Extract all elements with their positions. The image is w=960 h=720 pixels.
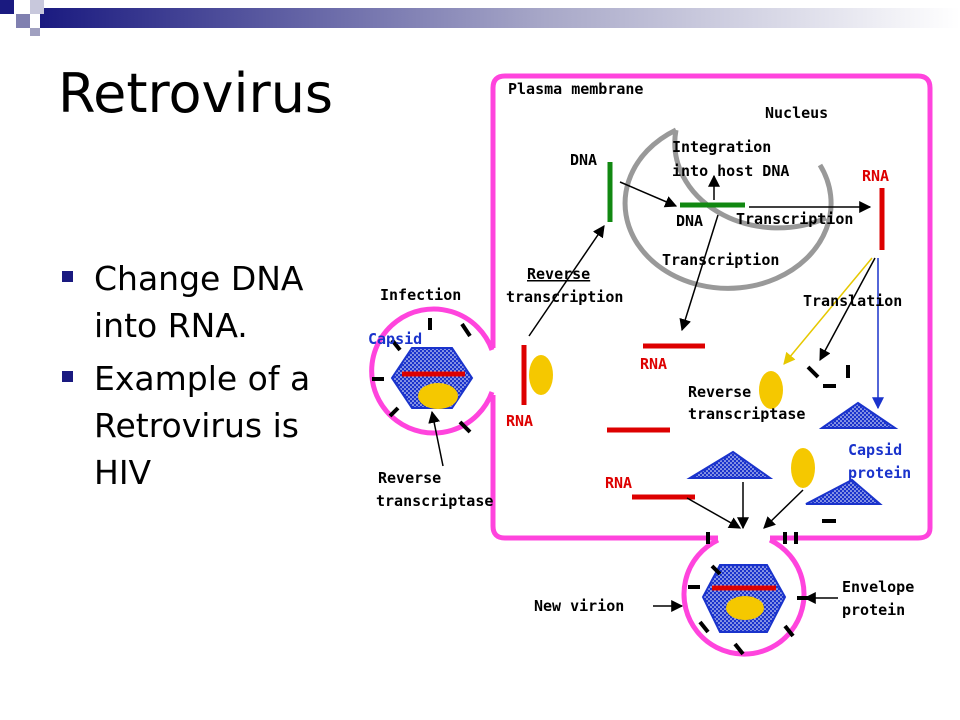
- label-rna-bottom: RNA: [605, 474, 632, 492]
- label-reverse-transcriptase-mid-1: Reverse: [688, 383, 751, 401]
- bullet-item: Change DNA into RNA.: [60, 255, 340, 349]
- label-new-virion: New virion: [534, 597, 624, 615]
- bullet-text: Change DNA into RNA.: [94, 259, 304, 345]
- label-transcription-right: Transcription: [736, 210, 853, 228]
- capsid-protein-triangle: [818, 401, 899, 429]
- label-rna-left: RNA: [506, 412, 533, 430]
- arrow-translation-black: [819, 257, 876, 362]
- arrow-assembly-1: [686, 497, 742, 529]
- label-reverse-transcriptase-1: Reverse: [378, 469, 441, 487]
- label-envelope: Envelope: [842, 578, 914, 596]
- reverse-transcriptase-mid: [759, 371, 783, 409]
- label-plasma-membrane: Plasma membrane: [508, 80, 643, 98]
- capsid-protein-triangle: [686, 450, 774, 479]
- label-nucleus: Nucleus: [765, 104, 828, 122]
- label-rna-right: RNA: [862, 167, 889, 185]
- arrow-transcription-down: [679, 214, 719, 332]
- label-protein: protein: [842, 601, 905, 619]
- label-transcription-nucleus: Transcription: [662, 251, 779, 269]
- label-reverse-transcriptase-mid-2: transcriptase: [688, 405, 805, 423]
- arrow-dna-to-nucleus: [619, 181, 678, 208]
- label-infection: Infection: [380, 286, 461, 304]
- label-translation: Translation: [803, 292, 902, 310]
- plasma-membrane: [490, 73, 933, 541]
- slide-title: Retrovirus: [58, 62, 334, 125]
- reverse-transcriptase-bottom: [791, 448, 815, 488]
- label-integration: Integration: [672, 138, 771, 156]
- bullet-text: Example of a Retrovirus is HIV: [94, 359, 311, 492]
- label-transcription-reverse: transcription: [506, 288, 623, 306]
- bullet-list: Change DNA into RNA. Example of a Retrov…: [60, 255, 340, 502]
- label-reverse: Reverse: [527, 265, 590, 283]
- label-capsid-protein-2: protein: [848, 464, 911, 482]
- arrow-rt-label: [428, 410, 444, 467]
- label-capsid-protein-1: Capsid: [848, 441, 902, 459]
- arrow-reverse-transcription: [528, 225, 605, 337]
- infecting-virion: [369, 306, 495, 436]
- bullet-item: Example of a Retrovirus is HIV: [60, 355, 340, 496]
- label-reverse-transcriptase-2: transcriptase: [376, 492, 493, 510]
- label-dna-integrated: DNA: [676, 212, 703, 230]
- top-decoration-bar: [0, 0, 960, 36]
- label-rna-mid: RNA: [640, 355, 667, 373]
- arrow-translation-yellow: [783, 257, 873, 365]
- label-into-host-dna: into host DNA: [672, 162, 789, 180]
- arrow-assembly-3: [763, 489, 804, 529]
- reverse-transcriptase-left: [529, 355, 553, 395]
- bullet-square-icon: [62, 371, 73, 382]
- new-virion: [681, 532, 809, 657]
- label-dna-cytoplasm: DNA: [570, 151, 597, 169]
- bullet-square-icon: [62, 271, 73, 282]
- envelope-protein: [806, 365, 820, 379]
- label-capsid: Capsid: [368, 330, 422, 348]
- capsid-protein-triangle: [805, 478, 883, 505]
- nucleus-membrane: [622, 127, 834, 291]
